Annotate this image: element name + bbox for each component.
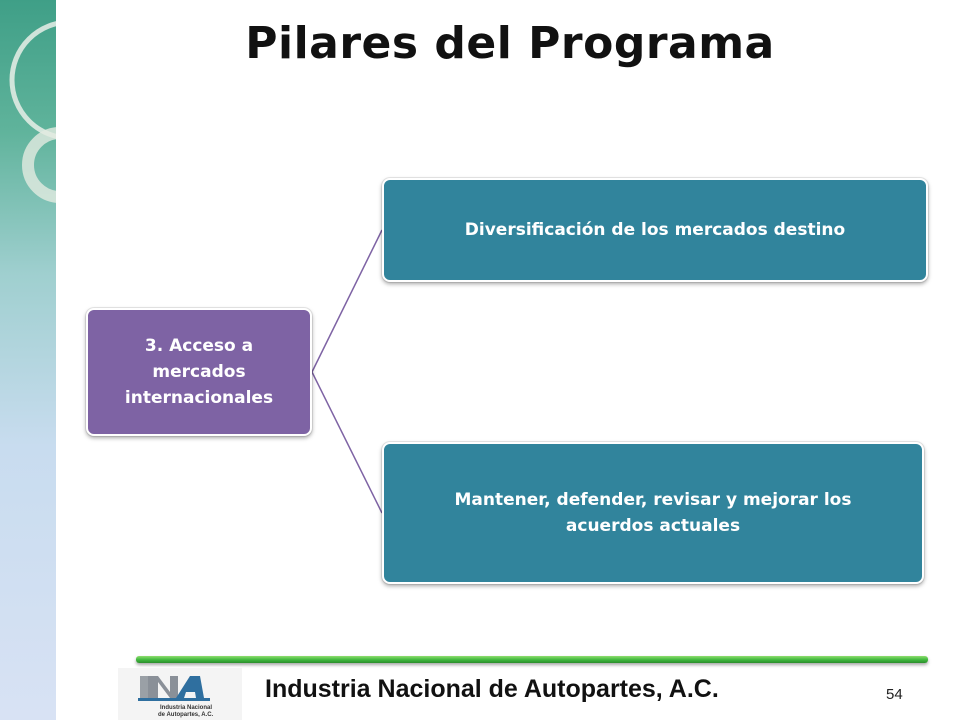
diagram-root-node: 3. Acceso a mercados internacionales — [86, 308, 312, 436]
slide-title: Pilares del Programa — [245, 18, 775, 69]
footer-organization-name: Industria Nacional de Autopartes, A.C. — [265, 675, 719, 703]
page-number: 54 — [886, 686, 903, 703]
diagram-root-label: 3. Acceso a mercados internacionales — [124, 336, 274, 408]
side-decoration-bar — [0, 0, 56, 720]
diagram-child-node-1: Diversificación de los mercados destino — [382, 178, 928, 282]
svg-text:Industria Nacional: Industria Nacional — [160, 705, 212, 711]
connector-root-to-child2 — [311, 371, 383, 514]
svg-text:de Autopartes, A.C.: de Autopartes, A.C. — [158, 712, 214, 718]
diagram-child-node-2: Mantener, defender, revisar y mejorar lo… — [382, 442, 924, 584]
organization-logo: Industria Nacional de Autopartes, A.C. — [118, 668, 242, 720]
diagram-child-label-2: Mantener, defender, revisar y mejorar lo… — [454, 490, 852, 536]
footer-divider — [136, 656, 928, 663]
diagram-child-label-1: Diversificación de los mercados destino — [464, 220, 846, 240]
connector-root-to-child1 — [311, 229, 383, 373]
decorative-rings — [9, 21, 56, 203]
